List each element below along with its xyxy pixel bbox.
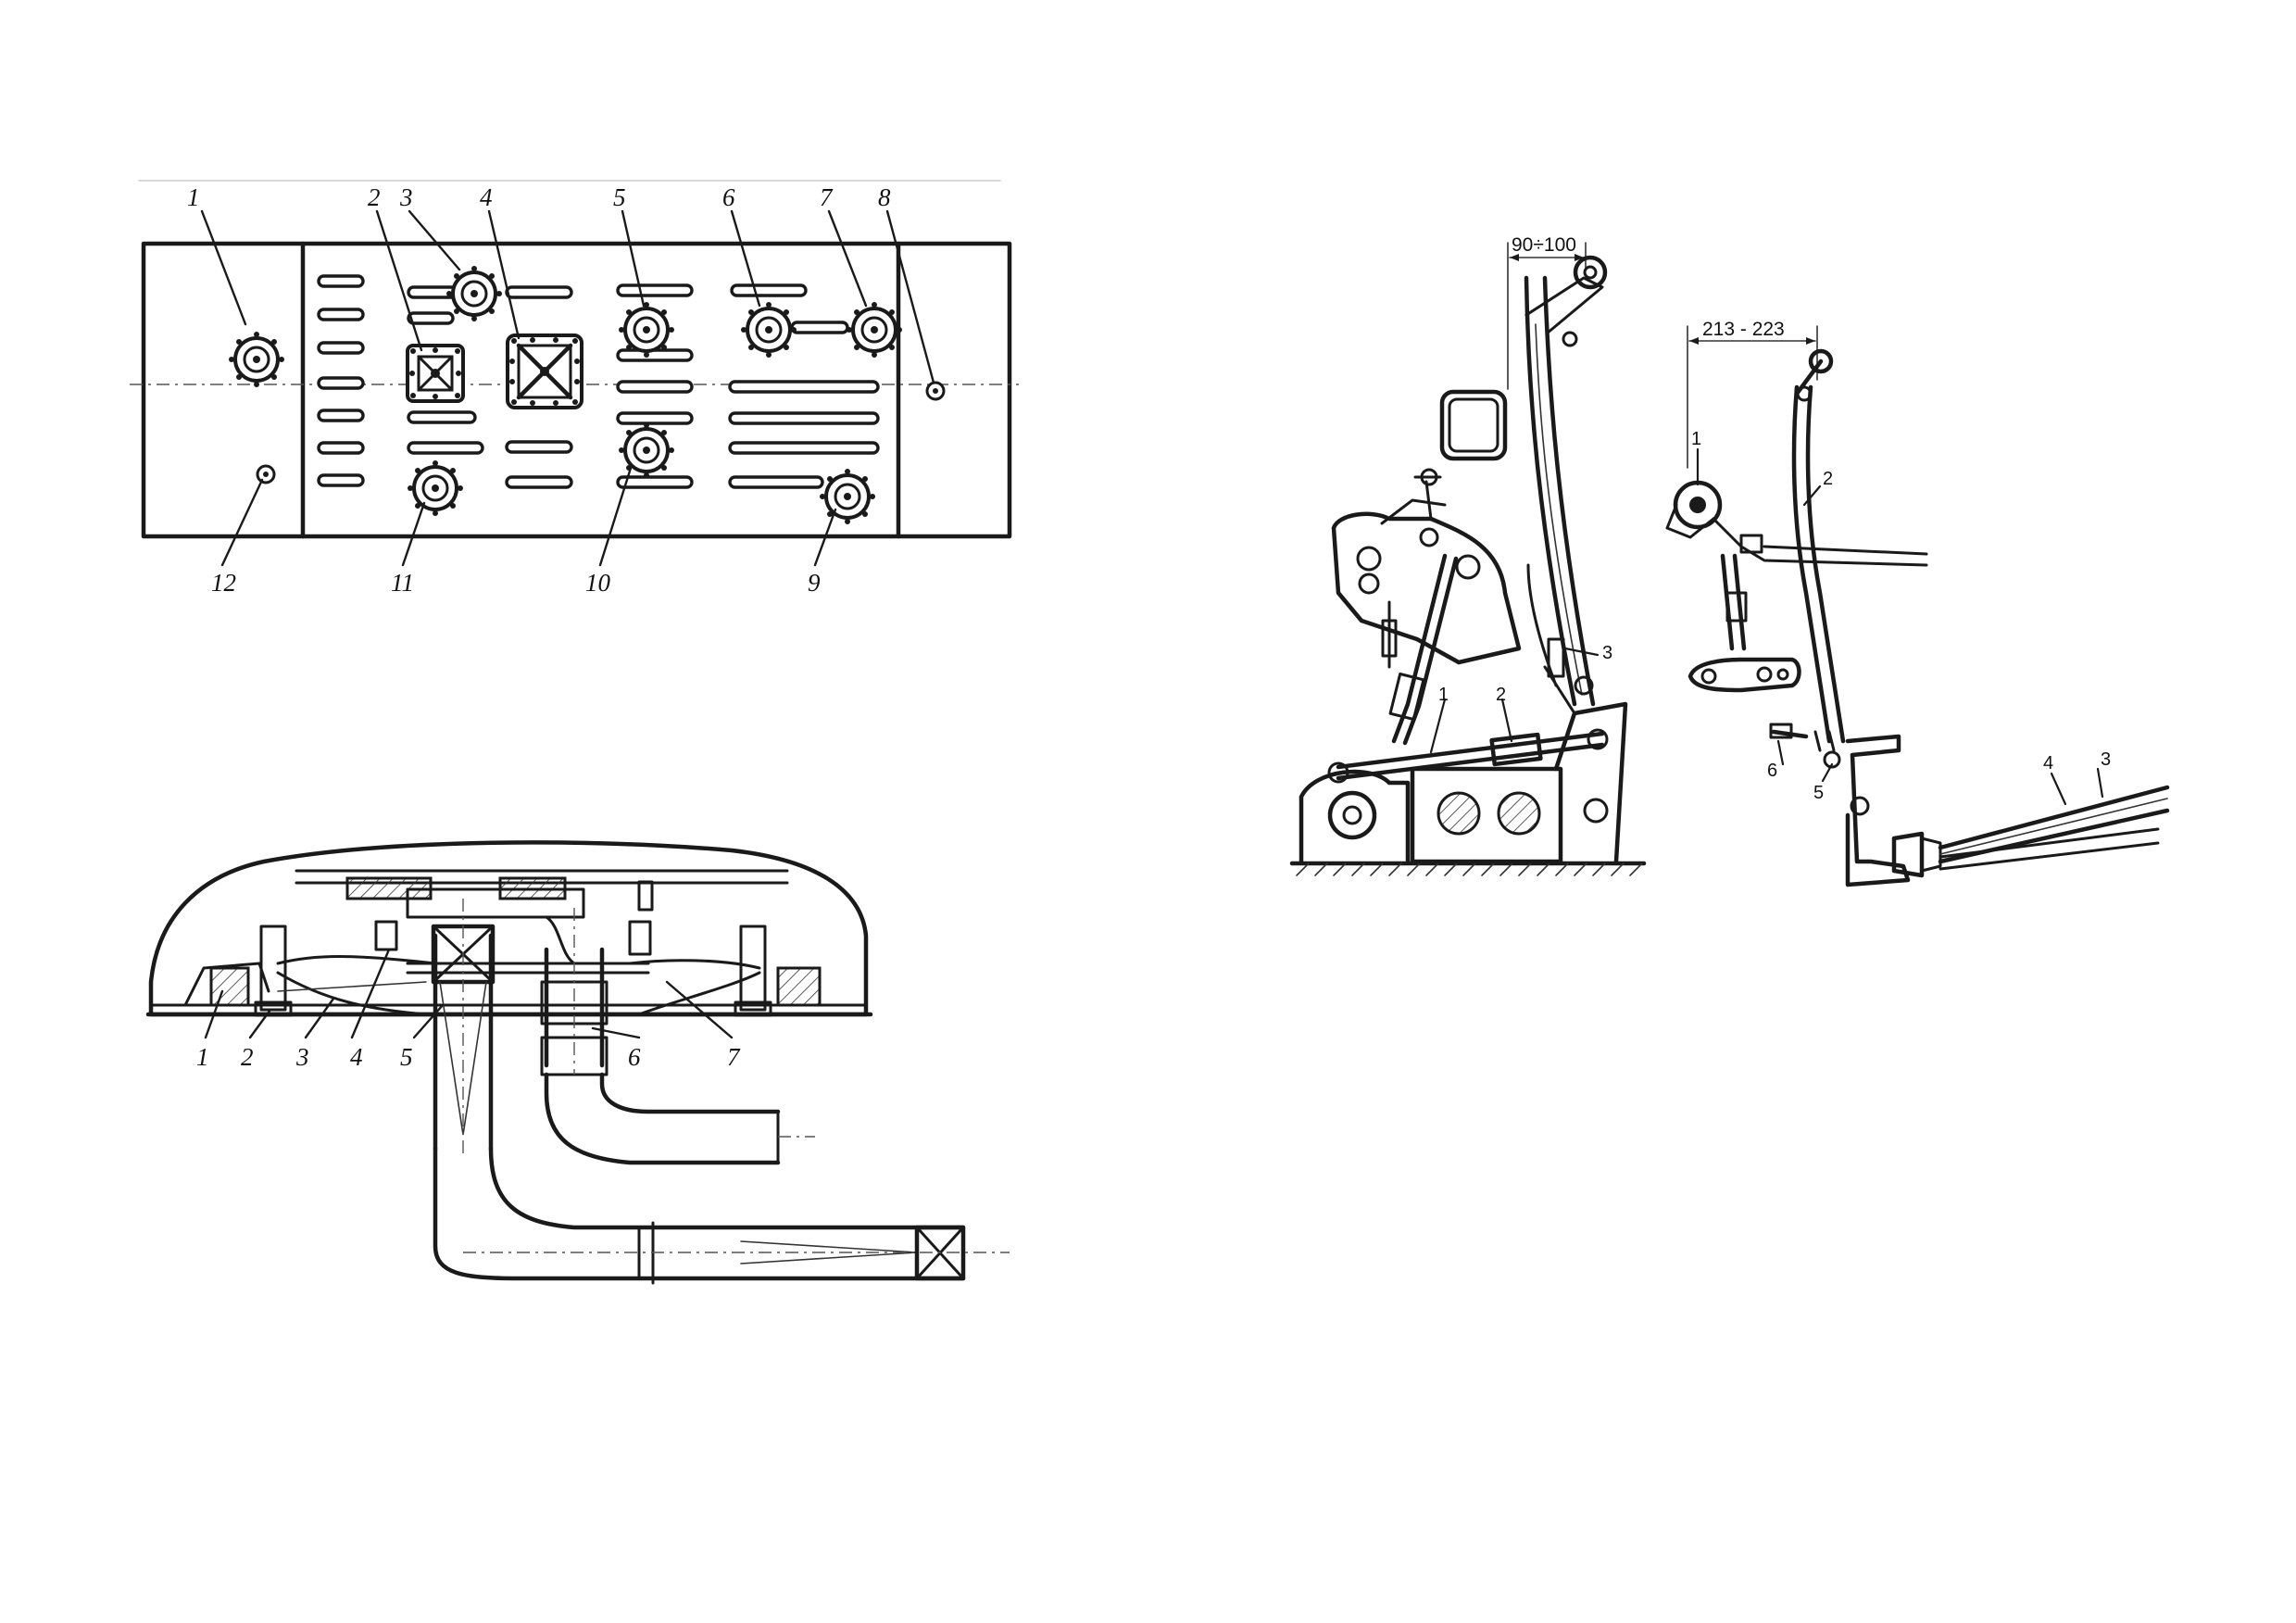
dimension-213-223: 213 - 223: [1702, 319, 1785, 340]
callout-12: 12: [211, 569, 236, 597]
panel-leaders: [200, 209, 935, 567]
section-callout-4: 4: [350, 1043, 363, 1071]
panel-labels: 1 2 3 4 5 6 7 8 12 11 10 9: [187, 183, 891, 597]
hatch-2: [406, 344, 465, 403]
callout-5: 5: [613, 183, 626, 211]
linkage-right-callout-4: 4: [2043, 753, 2053, 774]
callout-10: 10: [585, 569, 611, 597]
panel-outline: [141, 241, 1012, 539]
linkage-left-callout-2: 2: [1496, 685, 1506, 705]
port-7: [845, 300, 904, 359]
section-callout-2: 2: [241, 1043, 254, 1071]
linkage-right-callout-3: 3: [2101, 749, 2111, 770]
panel-ports: [227, 264, 946, 526]
dimension-90-100: 90÷100: [1512, 234, 1576, 256]
callout-4: 4: [480, 183, 493, 211]
callout-6: 6: [722, 183, 735, 211]
callout-9: 9: [808, 569, 821, 597]
callout-3: 3: [399, 183, 413, 211]
callout-8: 8: [878, 183, 891, 211]
section-callout-3: 3: [295, 1043, 309, 1071]
port-11: [406, 459, 465, 518]
port-6: [739, 300, 798, 359]
port-9: [818, 467, 877, 526]
linkage-right-callout-2: 2: [1823, 469, 1833, 489]
port-3: [445, 264, 504, 323]
vent-slots: [317, 274, 880, 489]
callout-2: 2: [368, 183, 381, 211]
callout-7: 7: [820, 183, 834, 211]
port-1: [227, 330, 286, 389]
callout-1: 1: [187, 183, 200, 211]
linkage-left-figure: 90÷100: [1289, 234, 1647, 876]
linkage-right-figure: 213 - 223: [1665, 319, 2170, 887]
section-callout-7: 7: [727, 1043, 741, 1071]
section-callout-6: 6: [628, 1043, 641, 1071]
linkage-right-callout-1: 1: [1691, 429, 1701, 449]
linkage-right-callout-5: 5: [1813, 783, 1824, 803]
panel-plan-figure: 1 2 3 4 5 6 7 8 12 11 10 9: [130, 180, 1019, 597]
dome-section-figure: 1 2 3 4 5 6 7: [145, 840, 1010, 1285]
linkage-right-callout-6: 6: [1767, 761, 1777, 781]
port-10: [617, 421, 676, 480]
callout-11: 11: [391, 569, 414, 597]
port-5: [617, 300, 676, 359]
linkage-left-callout-1: 1: [1438, 685, 1449, 705]
linkage-left-callout-3: 3: [1602, 643, 1612, 663]
dome-shell: [148, 840, 869, 1017]
section-callout-1: 1: [196, 1043, 209, 1071]
hatch-4: [506, 333, 583, 409]
section-callout-5: 5: [400, 1043, 413, 1071]
